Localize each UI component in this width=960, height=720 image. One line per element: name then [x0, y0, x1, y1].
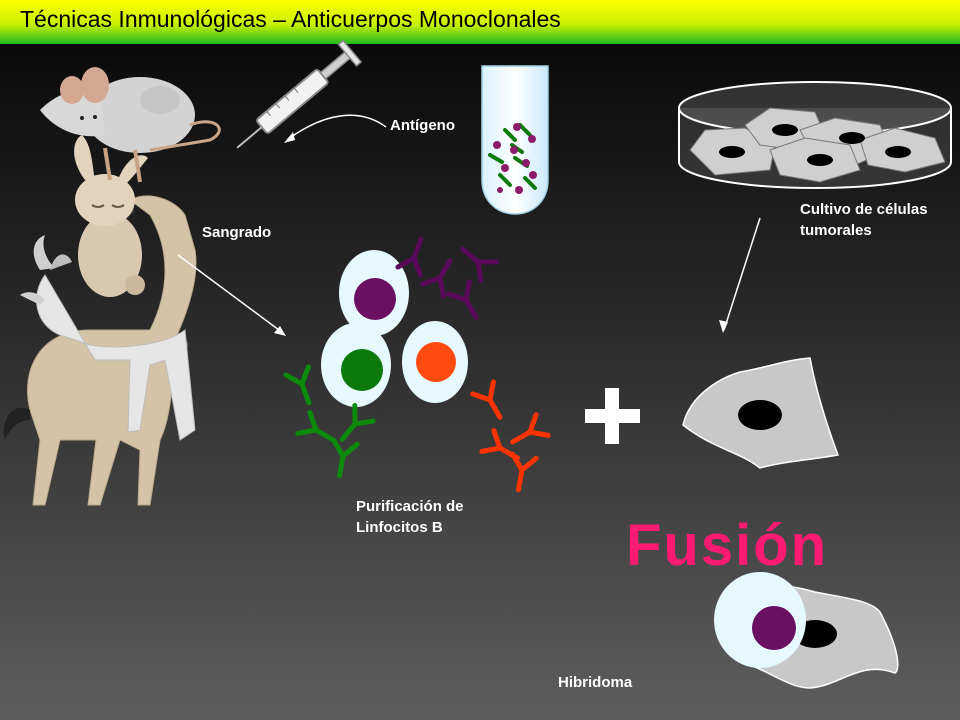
test-tube-icon — [481, 65, 549, 215]
lymphocyte-green — [321, 323, 391, 407]
arrow-culture-to-tumor-cell — [723, 217, 761, 331]
lymphocyte-orange — [402, 321, 468, 403]
tumor-cell — [682, 357, 840, 469]
label-tumor-culture: Cultivo de células tumorales — [800, 199, 928, 241]
antibodies-orange — [473, 382, 549, 492]
label-antigen: Antígeno — [390, 117, 455, 134]
title-bar: Técnicas Inmunológicas – Anticuerpos Mon… — [0, 0, 960, 44]
label-hybridoma: Hibridoma — [558, 674, 633, 691]
arrow-culture-head — [719, 320, 728, 333]
arrow-bleeding-head — [274, 326, 286, 336]
lymphocyte-purple — [339, 250, 409, 336]
goat-icon — [20, 235, 196, 441]
label-purification-line1: Purificación de — [356, 498, 464, 515]
label-purification-line2: Linfocitos B — [356, 519, 443, 536]
hybridoma — [714, 572, 899, 689]
petri-dish-icon — [678, 81, 952, 189]
arrow-bleeding-to-purification — [177, 254, 284, 334]
mouse-icon — [40, 67, 221, 183]
slide-title: Técnicas Inmunológicas – Anticuerpos Mon… — [20, 6, 561, 32]
arrow-antigen-to-syringe — [286, 114, 387, 141]
rabbit-icon — [74, 135, 148, 297]
label-fusion: Fusión — [626, 513, 829, 578]
label-tumor-culture-line1: Cultivo de células — [800, 201, 928, 218]
antibodies-purple — [398, 235, 497, 323]
arrow-antigen-head — [284, 132, 295, 143]
label-bleeding: Sangrado — [202, 224, 272, 241]
plus-sign — [585, 388, 640, 444]
syringe-icon — [236, 39, 363, 149]
label-tumor-culture-line2: tumorales — [800, 222, 872, 239]
label-purification: Purificación de Linfocitos B — [356, 496, 464, 538]
